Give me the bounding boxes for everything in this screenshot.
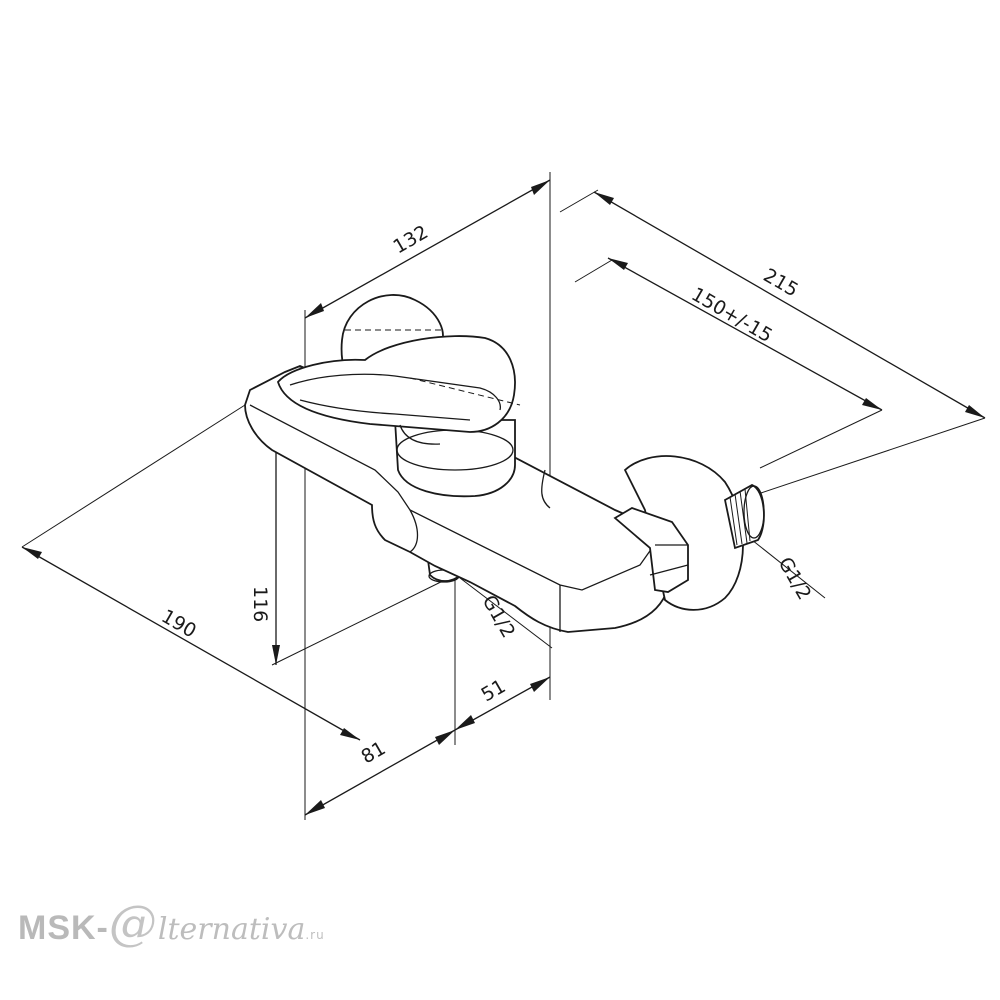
- dim-116: 116: [249, 586, 271, 622]
- watermark-tld: .ru: [305, 928, 325, 942]
- watermark-at: @: [108, 895, 158, 951]
- watermark-rest: lternativa: [157, 912, 306, 947]
- threaded-inlet: [723, 484, 765, 550]
- dim-215: 215: [760, 264, 802, 301]
- right-nut: [613, 507, 689, 593]
- watermark-logo: MSK-@lternativa.ru: [18, 895, 325, 951]
- thread-label-side: G1/2: [774, 554, 816, 604]
- dim-132: 132: [390, 221, 432, 258]
- watermark-prefix: MSK-: [18, 909, 109, 947]
- mixer-body: [244, 294, 765, 633]
- dim-150: 150+/-15: [688, 283, 777, 347]
- lever-handle: [276, 335, 521, 498]
- dimension-lines: [21, 179, 986, 816]
- dim-81: 81: [358, 737, 390, 768]
